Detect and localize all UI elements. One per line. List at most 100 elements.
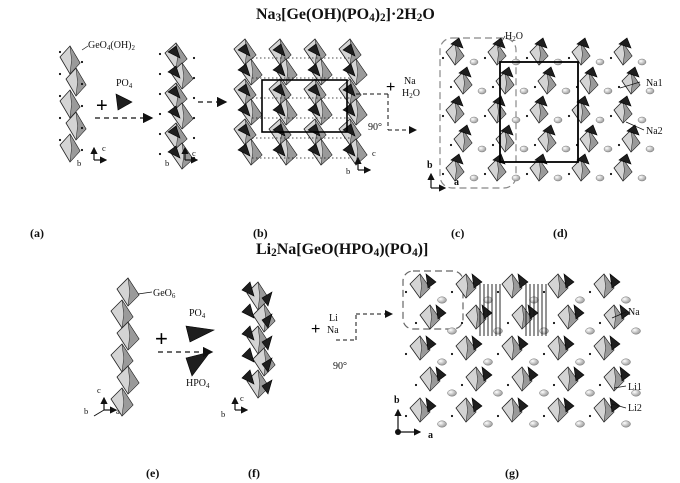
struct-cd-dot-1-4 [483, 172, 487, 176]
struct-g-tetra-2-1 [527, 304, 539, 320]
struct-cd-sphere-2-3 [561, 145, 571, 153]
struct-cd-dot-4-2 [609, 114, 613, 118]
chain-f-tetra-l-3 [241, 347, 255, 363]
struct-g-octa-4-4-face [603, 397, 615, 423]
struct-g-tetra-4-0 [609, 273, 621, 289]
framework-col2-octa-3-face [320, 98, 333, 126]
struct-cd-tetra-4-3 [626, 124, 640, 136]
struct-cd-sphere-2-1 [561, 87, 571, 95]
chain-a-dot-r-1 [80, 82, 84, 86]
panel-label-e: (e) [146, 466, 160, 480]
tetra-hpo4 [185, 351, 211, 377]
struct-g-octa-1-0-face [465, 273, 477, 299]
framework-col2-tetra-4 [307, 123, 321, 137]
struct-cd-sphere-0-0 [469, 58, 479, 66]
unit-cell-c [499, 61, 579, 163]
struct-g-tetra-3-2 [563, 335, 575, 351]
struct-cd-octa-0-2-face [454, 100, 465, 124]
chain-f-octa-4-face [257, 369, 270, 399]
struct-g-tetra-0-2 [425, 335, 437, 351]
struct-cd-sphere-4-4 [637, 174, 647, 182]
framework-col0-tetra-2 [237, 83, 251, 97]
struct-g-dot-1-3 [460, 383, 464, 387]
panel-label-c: (c) [451, 226, 465, 240]
struct-cd-tetra-1-1 [500, 66, 514, 78]
struct-cd-sphere-4-3 [645, 145, 655, 153]
struct-cd-dot-3-0 [567, 56, 571, 60]
struct-cd-octa-1-4-face [496, 158, 507, 182]
axis-c-h: a [454, 177, 459, 188]
chain-a-octa-3-face [75, 111, 87, 141]
axis-c-v: b [427, 160, 433, 171]
label-na2: Na2 [646, 126, 663, 137]
chain-b-tetra-0 [167, 45, 181, 59]
chain-b-tetra-3 [167, 105, 181, 119]
panel-label-g: (g) [505, 466, 519, 480]
framework-col1-octa-5-face [285, 138, 298, 166]
struct-g-tetra-0-1 [435, 304, 447, 320]
chain-a-dot-l-0 [58, 50, 62, 54]
chain-b-tetra-2 [167, 85, 181, 99]
struct-g-sphere-0-3 [447, 389, 457, 397]
axis-a-h: b [77, 158, 82, 168]
struct-g-octa-0-3-face [429, 366, 441, 392]
struct-cd-tetra-4-0 [618, 37, 632, 49]
title-top: Na3[Ge(OH)(PO4)2]·2H2O [256, 6, 435, 24]
struct-cd-tetra-3-0 [576, 37, 590, 49]
chain-b-tetra-1 [167, 65, 181, 79]
struct-cd-sphere-1-2 [511, 116, 521, 124]
struct-cd-tetra-3-1 [584, 66, 598, 78]
struct-cd-dot-4-1 [617, 85, 621, 89]
struct-cd-tetra-1-3 [500, 124, 514, 136]
leader-na-g [611, 311, 627, 319]
chain-b-dot-l-2 [158, 92, 162, 96]
struct-g-dot-3-0 [542, 290, 546, 294]
plus-sign-top: + [386, 79, 395, 96]
framework-col3-tetra-5 [342, 143, 356, 157]
struct-cd-octa-3-2-face [580, 100, 591, 124]
struct-g-octa-3-4-face [557, 397, 569, 423]
framework-col2-tetra-2 [307, 83, 321, 97]
struct-g-dot-1-2 [450, 352, 454, 356]
struct-cd-octa-4-4-face [622, 158, 633, 182]
struct-cd-octa-1-3-face [504, 129, 515, 153]
struct-g-sphere-1-3 [493, 389, 503, 397]
struct-g-dot-0-0 [404, 290, 408, 294]
panel-label-d: (d) [553, 226, 568, 240]
tetra-po4-top [115, 93, 133, 111]
struct-cd-dot-1-2 [483, 114, 487, 118]
struct-cd-octa-2-4-face [538, 158, 549, 182]
struct-g-dot-0-2 [404, 352, 408, 356]
struct-g-octa-1-3-face [475, 366, 487, 392]
label-li1: Li1 [628, 382, 642, 393]
struct-g-octa-1-4-face [465, 397, 477, 423]
struct-cd-dot-1-3 [491, 143, 495, 147]
struct-cd-tetra-2-3 [542, 124, 556, 136]
struct-g-octa-2-1-face [521, 304, 533, 330]
struct-cd-octa-4-0-face [622, 42, 633, 66]
struct-g-octa-4-3-face [613, 366, 625, 392]
chain-f-tetra-l-1 [241, 303, 255, 319]
struct-g-tetra-4-1 [619, 304, 631, 320]
struct-g-tetra-2-4 [517, 397, 529, 413]
struct-cd-sphere-3-1 [603, 87, 613, 95]
struct-g-octa-3-1-face [567, 304, 579, 330]
chain-b-dot-l-3 [158, 112, 162, 116]
axis-b-h: b [165, 158, 170, 168]
struct-g-dot-4-2 [588, 352, 592, 356]
struct-g-dot-1-4 [450, 414, 454, 418]
axis-e-v: c [97, 385, 101, 395]
struct-g-octa-3-3-face [567, 366, 579, 392]
framework-col0-tetra-0 [237, 43, 251, 57]
struct-cd-octa-3-0-face [580, 42, 591, 66]
struct-g-tetra-3-4 [563, 397, 575, 413]
label-po4-bottom: PO4 [189, 308, 206, 320]
struct-g-dot-3-3 [552, 383, 556, 387]
struct-cd-tetra-2-1 [542, 66, 556, 78]
struct-g-dot-4-1 [598, 321, 602, 325]
struct-g-octa-4-0-face [603, 273, 615, 299]
struct-g-dot-0-4 [404, 414, 408, 418]
struct-cd-sphere-3-3 [603, 145, 613, 153]
struct-cd-dot-2-3 [533, 143, 537, 147]
axes-g-origin [395, 429, 401, 435]
